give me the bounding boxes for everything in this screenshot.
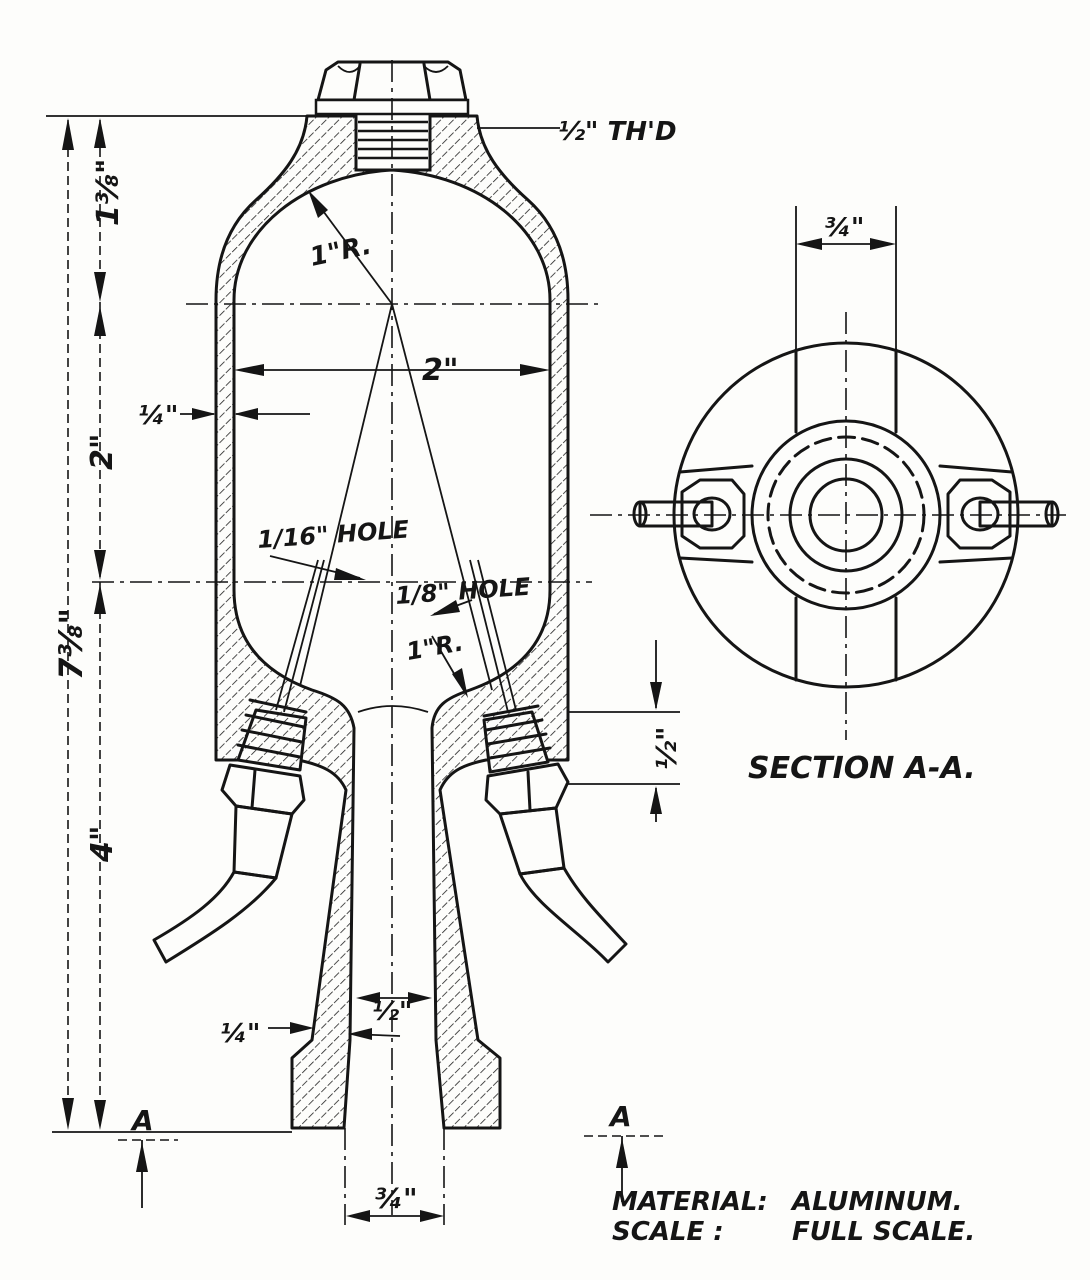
material-key: MATERIAL: (612, 1187, 768, 1217)
section-mark-right: A (608, 1100, 632, 1133)
thread-label: ½" TH'D (558, 117, 677, 147)
wall-lower-label: ¼" (220, 1019, 260, 1049)
scale-value: FULL SCALE. (792, 1217, 975, 1247)
top-thread-lines (358, 120, 428, 160)
dimension-lines (46, 115, 680, 1222)
section-a-a-view (590, 206, 1066, 740)
dim-top-label: 1⅜" (91, 158, 126, 226)
drawing-labels: ½" TH'D 1"R. 2" ¼" 1/16" HOLE 1/8" HOLE … (52, 117, 976, 1247)
hole-left-label: 1/16" HOLE (256, 515, 410, 554)
section-mark-left: A (130, 1104, 154, 1137)
nozzle-bore-label: ½" (372, 997, 412, 1027)
dim-mid-label: 2" (85, 433, 120, 470)
nozzle-exit-label: ¾" (374, 1182, 418, 1215)
right-injector (469, 559, 628, 964)
dim-side-label: ½" (650, 726, 683, 770)
centerlines (92, 60, 600, 1225)
inner-width-label: 2" (422, 353, 459, 388)
material-value: ALUMINUM. (790, 1187, 963, 1217)
left-injector (152, 559, 325, 964)
section-width-label: ¾" (824, 213, 864, 243)
dim-bottom-label: 4" (85, 825, 120, 863)
section-title: SECTION A-A. (748, 751, 976, 786)
rocket-motor-section (152, 60, 628, 1130)
scale-key: SCALE : (612, 1217, 724, 1247)
radius-bottom-label: 1"R. (404, 628, 465, 666)
hole-right-label: 1/8" HOLE (394, 573, 531, 610)
dim-total-label: 7⅜" (52, 608, 90, 680)
wall-upper-label: ¼" (138, 401, 178, 431)
